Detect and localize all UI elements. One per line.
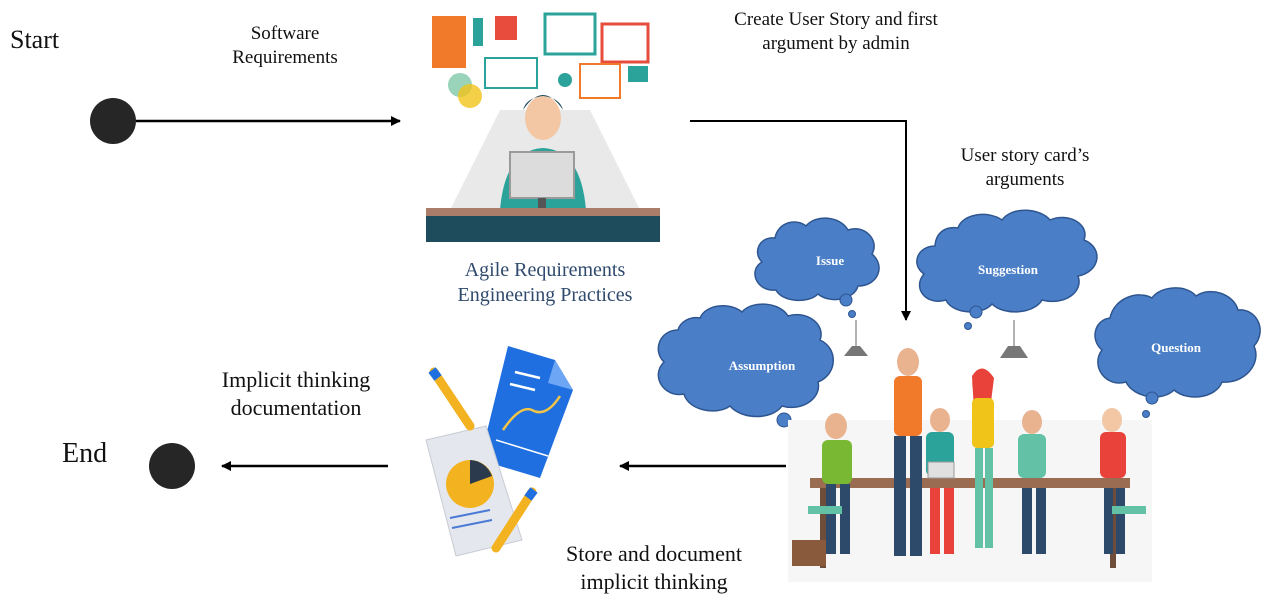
issue-cloud: Issue <box>754 217 880 318</box>
start-node <box>90 98 136 144</box>
start-label: Start <box>10 25 60 54</box>
suggestion-text: Suggestion <box>978 262 1039 277</box>
question-text: Question <box>1151 340 1202 355</box>
suggestion-cloud: Suggestion <box>916 209 1098 330</box>
end-node <box>149 443 195 489</box>
assumption-text: Assumption <box>729 358 796 373</box>
implicit-doc-label: Implicit thinking documentation <box>221 367 371 420</box>
end-label: End <box>62 438 108 469</box>
software-requirements-label: Software Requirements <box>232 23 338 68</box>
issue-text: Issue <box>816 253 844 268</box>
documents-illustration <box>425 346 573 557</box>
user-story-arguments-label: User story card’s arguments <box>960 145 1090 190</box>
question-cloud: Question <box>1094 287 1261 418</box>
store-document-label: Store and document implicit thinking <box>566 541 742 594</box>
create-user-story-label: Create User Story and first argument by … <box>734 9 938 54</box>
ceiling-lamps <box>844 320 1028 358</box>
team-meeting-illustration <box>788 348 1152 582</box>
agile-practices-label: Agile Requirements Engineering Practices <box>457 259 633 306</box>
create-story-arrow <box>690 120 911 321</box>
agile-practices-illustration <box>426 10 660 242</box>
